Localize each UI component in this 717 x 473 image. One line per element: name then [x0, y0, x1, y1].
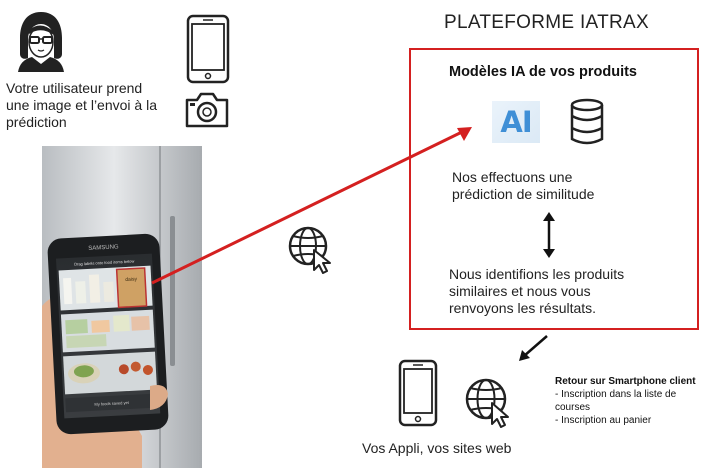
- phone-footer: My foods saved yet: [94, 400, 130, 407]
- phone-brand: SAMSUNG: [88, 244, 119, 252]
- user-caption-line: Votre utilisateur prend: [6, 80, 143, 96]
- user-caption-line: prédiction: [6, 114, 67, 130]
- results-line: renvoyons les résultats.: [449, 300, 597, 316]
- retour-title: Retour sur Smartphone client: [555, 376, 696, 387]
- retour-item: - Inscription dans la liste de: [555, 389, 677, 400]
- results-text: Nous identifions les produits similaires…: [449, 266, 689, 317]
- prediction-line: prédiction de similitude: [452, 186, 595, 202]
- retour-block: Retour sur Smartphone client - Inscripti…: [555, 375, 715, 427]
- globe-cursor-icon: [465, 378, 509, 428]
- double-arrow-icon: [543, 212, 555, 258]
- globe-cursor-icon: [288, 226, 331, 274]
- woman-avatar-icon: [18, 12, 64, 72]
- fridge-phone-photo: SAMSUNG Drag labels onto food items belo…: [42, 146, 202, 468]
- results-line: similaires et nous vous: [449, 283, 591, 299]
- database-icon: [570, 98, 604, 145]
- smartphone-icon: [186, 14, 230, 84]
- box-title: Modèles IA de vos produits: [449, 64, 637, 80]
- apps-caption: Vos Appli, vos sites web: [362, 440, 512, 456]
- user-caption: Votre utilisateur prend une image et l’e…: [6, 80, 196, 131]
- product-label: daisy: [125, 276, 137, 283]
- prediction-text: Nos effectuons une prédiction de similit…: [452, 169, 652, 203]
- user-caption-line: une image et l’envoi à la: [6, 97, 157, 113]
- retour-item: - Inscription au panier: [555, 415, 652, 426]
- ai-icon: AI: [492, 101, 540, 143]
- results-line: Nous identifions les produits: [449, 266, 625, 282]
- camera-icon: [185, 92, 229, 128]
- smartphone-icon: [398, 359, 438, 427]
- prediction-line: Nos effectuons une: [452, 169, 573, 185]
- platform-box: [409, 48, 699, 330]
- platform-title: PLATEFORME IATRAX: [444, 12, 649, 33]
- retour-item: courses: [555, 402, 591, 413]
- phone-banner: Drag labels onto food items below: [74, 259, 135, 267]
- diagonal-arrow-icon: [519, 335, 548, 361]
